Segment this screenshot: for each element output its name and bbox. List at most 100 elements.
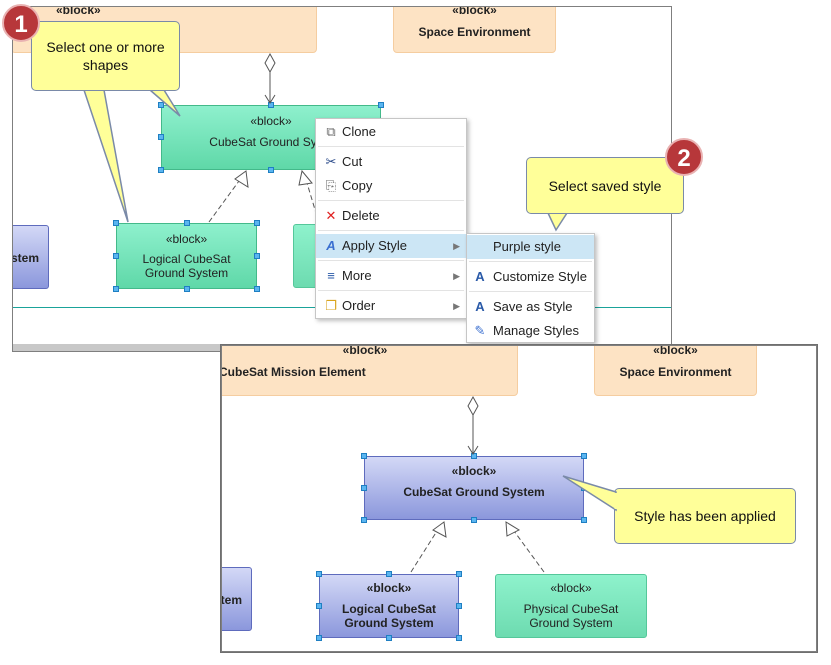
- selection-handle[interactable]: [386, 635, 392, 641]
- menu-item-clone[interactable]: ⧉ Clone: [316, 120, 466, 144]
- menu-item-apply-style[interactable]: A Apply Style ▶: [316, 234, 466, 258]
- block-name: CubeSat Mission Element: [221, 365, 366, 379]
- menu-item-label: Clone: [342, 124, 376, 139]
- selection-handle[interactable]: [378, 102, 384, 108]
- block-name: CubeSat Ground Sys: [209, 135, 323, 149]
- pencil-icon: ✎: [474, 323, 486, 338]
- menu-separator: [469, 291, 592, 292]
- submenu-item-label: Manage Styles: [493, 323, 579, 338]
- block-physical-cubesat-ground-system[interactable]: «block» Physical CubeSat Ground System: [495, 574, 647, 638]
- selection-handle[interactable]: [316, 603, 322, 609]
- selection-handle[interactable]: [268, 167, 274, 173]
- menu-lines-icon: ≡: [327, 268, 335, 283]
- selection-handle[interactable]: [184, 286, 190, 292]
- block-stereotype: «block»: [653, 345, 698, 357]
- menu-separator: [318, 290, 464, 291]
- block-name: CubeSat Ground System: [403, 485, 545, 499]
- selection-handle[interactable]: [316, 571, 322, 577]
- submenu-arrow-icon: ▶: [453, 271, 460, 281]
- selection-handle[interactable]: [471, 517, 477, 523]
- connector-lines: [208, 52, 320, 224]
- menu-separator: [318, 230, 464, 231]
- block-stereotype: «block»: [165, 232, 208, 246]
- menu-item-delete[interactable]: ✕ Delete: [316, 204, 466, 228]
- block-stereotype: «block»: [550, 581, 592, 595]
- callout-text-line1: Select one or more: [46, 39, 165, 55]
- selection-handle[interactable]: [184, 220, 190, 226]
- menu-item-label: Apply Style: [342, 238, 408, 253]
- step-badge-2: 2: [665, 138, 703, 176]
- menu-separator: [318, 200, 464, 201]
- submenu-item-label: Customize Style: [493, 269, 587, 284]
- selection-handle[interactable]: [254, 286, 260, 292]
- callout-select-shapes: Select one or more shapes: [31, 21, 180, 91]
- callout-text: Style has been applied: [634, 508, 776, 524]
- selection-handle[interactable]: [456, 635, 462, 641]
- submenu-item-label: Save as Style: [493, 299, 573, 314]
- clone-icon: ⧉: [326, 124, 336, 139]
- block-cubesat-mission-element[interactable]: «block» CubeSat Mission Element: [221, 345, 518, 396]
- block-name-line2: Ground System: [344, 616, 434, 630]
- callout-select-saved-style: Select saved style: [526, 157, 684, 214]
- block-logical-cubesat-ground-system[interactable]: «block» Logical CubeSat Ground System: [319, 574, 459, 638]
- menu-item-copy[interactable]: ⎘ Copy: [316, 174, 466, 198]
- selection-handle[interactable]: [158, 167, 164, 173]
- menu-item-more[interactable]: ≡ More ▶: [316, 264, 466, 288]
- selection-handle[interactable]: [581, 517, 587, 523]
- submenu-item-save-as-style[interactable]: A Save as Style: [467, 295, 594, 319]
- selection-handle[interactable]: [456, 571, 462, 577]
- selection-handle[interactable]: [268, 102, 274, 108]
- selection-handle[interactable]: [386, 571, 392, 577]
- block-name: Space Environment: [418, 25, 531, 39]
- callout-text-line2: shapes: [82, 57, 129, 73]
- apply-style-icon: A: [326, 238, 336, 253]
- block-left-partial[interactable]: stem: [12, 225, 49, 289]
- context-menu[interactable]: ⧉ Clone ✂ Cut ⎘ Copy ✕ Delete A Apply St…: [315, 118, 467, 319]
- block-name-line2: Ground System: [529, 616, 613, 630]
- menu-item-label: Delete: [342, 208, 380, 223]
- block-left-partial[interactable]: tem: [222, 567, 252, 631]
- submenu-item-manage-styles[interactable]: ✎ Manage Styles: [467, 319, 594, 343]
- block-name-line1: Physical CubeSat: [523, 602, 619, 616]
- selection-handle[interactable]: [113, 286, 119, 292]
- selection-handle[interactable]: [471, 453, 477, 459]
- selection-handle[interactable]: [581, 453, 587, 459]
- save-style-icon: A: [475, 299, 485, 314]
- block-stereotype: «block»: [452, 6, 497, 17]
- selection-handle[interactable]: [361, 485, 367, 491]
- menu-item-cut[interactable]: ✂ Cut: [316, 150, 466, 174]
- selection-handle[interactable]: [361, 517, 367, 523]
- block-name-line1: Logical CubeSat: [341, 602, 436, 616]
- selection-handle[interactable]: [361, 453, 367, 459]
- menu-separator: [469, 261, 592, 262]
- style-submenu[interactable]: Purple style A Customize Style A Save as…: [466, 233, 595, 343]
- delete-icon: ✕: [325, 208, 337, 223]
- step-badge-1: 1: [2, 4, 40, 42]
- selection-handle[interactable]: [113, 253, 119, 259]
- block-name-line1: Logical CubeSat: [142, 252, 231, 266]
- submenu-item-purple-style[interactable]: Purple style: [467, 235, 594, 259]
- selection-handle[interactable]: [254, 220, 260, 226]
- block-stereotype: «block»: [342, 345, 388, 357]
- scissors-icon: ✂: [325, 154, 337, 169]
- selection-handle[interactable]: [158, 134, 164, 140]
- connector-lines: [410, 395, 545, 573]
- menu-separator: [318, 146, 464, 147]
- selection-handle[interactable]: [254, 253, 260, 259]
- submenu-item-label: Purple style: [493, 239, 561, 254]
- submenu-arrow-icon: ▶: [453, 301, 460, 311]
- block-name-line2: Ground System: [144, 266, 229, 280]
- block-space-environment[interactable]: «block» Space Environment: [393, 6, 556, 53]
- menu-separator: [318, 260, 464, 261]
- block-stereotype: «block»: [451, 464, 497, 478]
- block-name: stem: [12, 251, 39, 265]
- block-logical-cubesat-ground-system[interactable]: «block» Logical CubeSat Ground System: [116, 223, 257, 289]
- menu-item-order[interactable]: ❐ Order ▶: [316, 294, 466, 318]
- selection-handle[interactable]: [456, 603, 462, 609]
- block-space-environment[interactable]: «block» Space Environment: [594, 345, 757, 396]
- order-icon: ❐: [325, 298, 337, 313]
- menu-item-label: Order: [342, 298, 376, 313]
- selection-handle[interactable]: [316, 635, 322, 641]
- menu-item-label: Copy: [342, 178, 373, 193]
- submenu-item-customize-style[interactable]: A Customize Style: [467, 265, 594, 289]
